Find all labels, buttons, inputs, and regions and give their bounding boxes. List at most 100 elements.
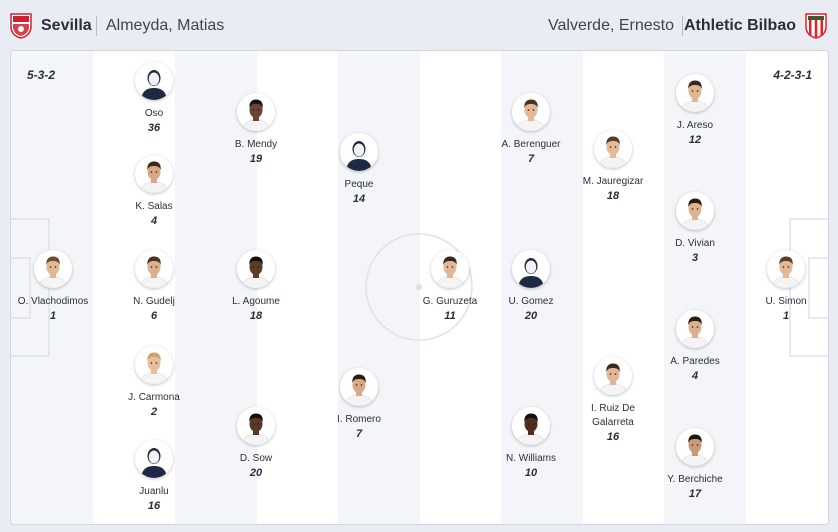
player-name: Y. Berchiche	[667, 474, 723, 485]
player-silhouette-icon	[340, 133, 378, 171]
player-card[interactable]: Juanlu 16	[104, 440, 204, 513]
player-number: 20	[524, 310, 538, 322]
face-icon	[676, 192, 714, 230]
player-name: I. Ruiz De Galarreta	[591, 403, 635, 428]
player-photo	[676, 310, 714, 348]
player-number: 18	[606, 190, 620, 202]
home-coach-name: Almeyda, Matias	[106, 17, 225, 34]
player-name: Juanlu	[139, 486, 169, 497]
player-number: 11	[444, 310, 456, 322]
player-silhouette-icon	[135, 62, 173, 100]
player-name: O. Vlachodimos	[17, 296, 89, 307]
player-number: 17	[688, 488, 702, 500]
face-icon	[676, 310, 714, 348]
player-name: Peque	[344, 179, 374, 190]
player-card[interactable]: Y. Berchiche 17	[645, 428, 745, 501]
face-icon	[237, 250, 275, 288]
player-number: 12	[688, 134, 702, 146]
face-icon	[676, 428, 714, 466]
player-photo	[431, 250, 469, 288]
player-number: 2	[150, 406, 158, 418]
player-number: 14	[352, 193, 366, 205]
silhouette-icon	[512, 250, 550, 288]
header-divider	[682, 16, 683, 36]
player-name: G. Guruzeta	[422, 296, 478, 307]
player-number: 7	[527, 153, 535, 165]
player-photo	[237, 407, 275, 445]
player-number: 1	[49, 310, 57, 322]
header-divider	[96, 16, 97, 36]
player-photo	[594, 130, 632, 168]
away-formation: 4-2-3-1	[773, 68, 812, 82]
player-card[interactable]: Peque 14	[309, 133, 409, 206]
face-icon	[431, 250, 469, 288]
away-team-name[interactable]: Athletic Bilbao	[683, 17, 796, 34]
player-number: 7	[355, 428, 363, 440]
player-photo	[676, 192, 714, 230]
pitch-stripe	[501, 51, 583, 524]
player-name: Oso	[144, 108, 164, 119]
player-name: D. Sow	[239, 453, 273, 464]
player-name: N. Williams	[506, 453, 556, 464]
athletic-crest-icon	[804, 13, 828, 39]
face-icon	[594, 357, 632, 395]
player-name: N. Gudelj	[133, 296, 175, 307]
face-icon	[767, 250, 805, 288]
player-name: B. Mendy	[234, 139, 278, 150]
pitch-stripe	[338, 51, 420, 524]
player-card[interactable]: J. Areso 12	[645, 74, 745, 147]
lineup-header: Sevilla Almeyda, Matias Valverde, Ernest…	[0, 0, 838, 50]
face-icon	[237, 407, 275, 445]
player-card[interactable]: G. Guruzeta 11	[400, 250, 500, 323]
player-silhouette-icon	[135, 440, 173, 478]
player-number: 10	[524, 467, 538, 479]
player-number: 19	[249, 153, 263, 165]
silhouette-icon	[135, 440, 173, 478]
player-photo	[512, 93, 550, 131]
player-photo	[340, 368, 378, 406]
pitch-stripe	[175, 51, 257, 524]
face-icon	[340, 368, 378, 406]
player-name: I. Romero	[337, 414, 381, 425]
player-card[interactable]: B. Mendy 19	[206, 93, 306, 166]
player-photo	[34, 250, 72, 288]
player-number: 1	[782, 310, 790, 322]
player-number: 16	[147, 500, 161, 512]
player-card[interactable]: I. Romero 7	[309, 368, 409, 441]
face-icon	[34, 250, 72, 288]
player-card[interactable]: O. Vlachodimos 1	[11, 250, 103, 323]
player-card[interactable]: U. Simon 1	[736, 250, 828, 323]
player-name: U. Gomez	[508, 296, 554, 307]
face-icon	[594, 130, 632, 168]
player-name: J. Areso	[676, 120, 714, 131]
player-number: 4	[691, 370, 699, 382]
player-card[interactable]: N. Williams 10	[481, 407, 581, 480]
player-number: 4	[150, 215, 158, 227]
player-photo	[135, 346, 173, 384]
silhouette-icon	[340, 133, 378, 171]
home-team-name[interactable]: Sevilla	[41, 17, 92, 34]
player-name: U. Simon	[765, 296, 807, 307]
player-card[interactable]: N. Gudelj 6	[104, 250, 204, 323]
player-photo	[676, 428, 714, 466]
player-card[interactable]: M. Jauregizar 18	[563, 130, 663, 203]
face-icon	[676, 74, 714, 112]
player-number: 6	[150, 310, 158, 322]
player-photo	[237, 93, 275, 131]
player-number: 18	[249, 310, 263, 322]
player-name: M. Jauregizar	[582, 176, 644, 187]
away-coach-name: Valverde, Ernesto	[548, 17, 674, 34]
face-icon	[135, 155, 173, 193]
player-card[interactable]: U. Gomez 20	[481, 250, 581, 323]
sevilla-crest-icon	[9, 13, 33, 39]
